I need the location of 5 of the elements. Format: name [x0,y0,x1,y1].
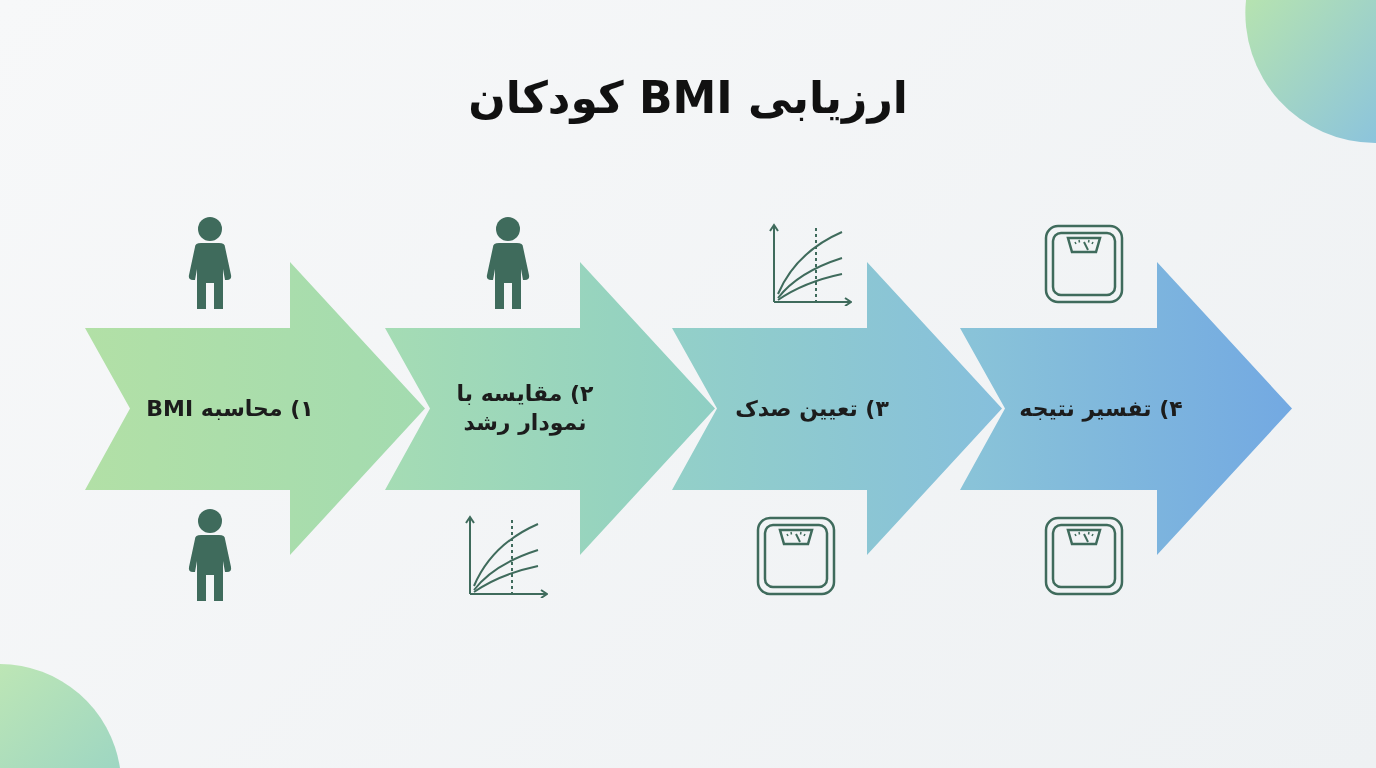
chevron-step: ۳) تعیین صدک [672,262,1002,555]
title: ارزیابی BMI کودکان [467,72,909,123]
chevron-step: ۴) تفسیر نتیجه [960,262,1292,555]
chevron-step: ۲) مقایسه با نمودار رشد [385,262,715,555]
chevron-step: ۱) محاسبه BMI [85,262,425,555]
